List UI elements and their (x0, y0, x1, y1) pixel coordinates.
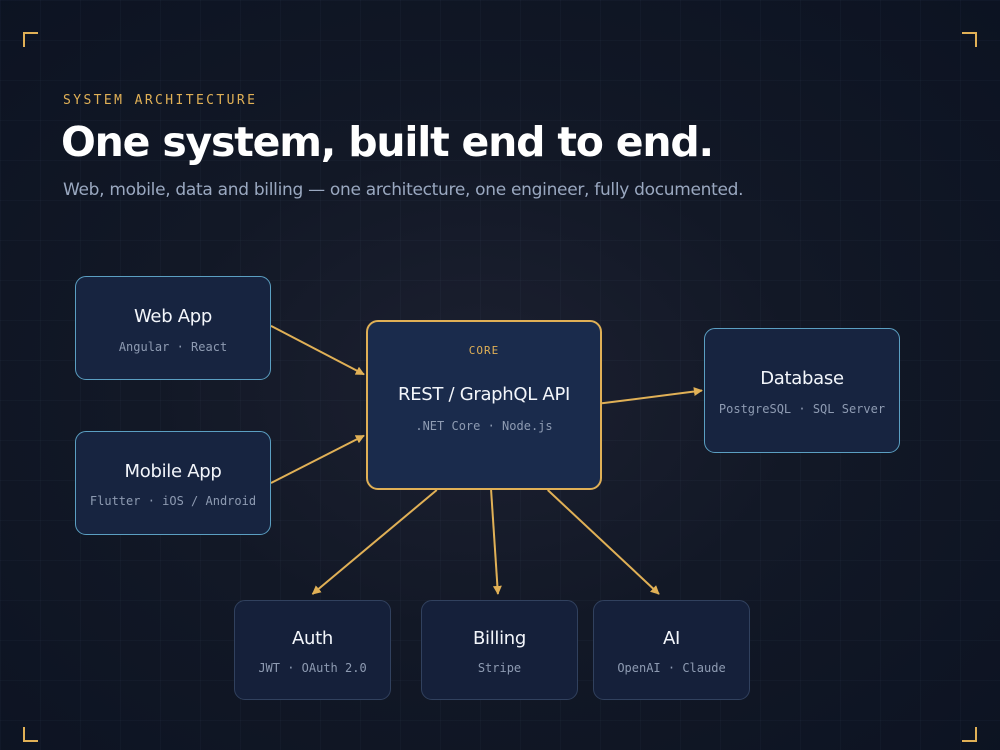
section-eyebrow: SYSTEM ARCHITECTURE (63, 93, 258, 108)
node-database-tech: PostgreSQL · SQL Server (718, 402, 886, 416)
page-subtitle: Web, mobile, data and billing — one arch… (63, 180, 744, 200)
arrow-core-to-auth (311, 489, 438, 595)
corner-mark-top-right (962, 32, 977, 47)
node-web-app-title: Web App (133, 306, 213, 327)
arrow-core-to-billing (490, 489, 502, 595)
node-database-title: Database (760, 368, 844, 389)
node-core-api-title: REST / GraphQL API (397, 384, 571, 405)
node-core-api-tech: .NET Core · Node.js (415, 419, 553, 433)
node-billing-tech: Stripe (477, 661, 522, 675)
node-auth-tech: JWT · OAuth 2.0 (258, 661, 367, 675)
node-database[interactable]: Database PostgreSQL · SQL Server (704, 328, 900, 453)
node-ai[interactable]: AI OpenAI · Claude (593, 600, 750, 700)
node-ai-title: AI (662, 628, 681, 649)
node-billing-title: Billing (472, 628, 527, 649)
node-mobile-app-tech: Flutter · iOS / Android (89, 494, 257, 508)
node-core-api[interactable]: CORE REST / GraphQL API .NET Core · Node… (366, 320, 602, 490)
arrow-core-to-database (601, 387, 703, 405)
arrow-core-to-ai (547, 489, 660, 595)
node-auth-title: Auth (292, 628, 333, 649)
node-web-app-tech: Angular · React (118, 340, 228, 354)
node-billing[interactable]: Billing Stripe (421, 600, 578, 700)
corner-mark-top-left (23, 32, 38, 47)
node-web-app[interactable]: Web App Angular · React (75, 276, 271, 380)
corner-mark-bottom-right (962, 727, 977, 742)
page-title: One system, built end to end. (61, 118, 714, 166)
core-tag: CORE (468, 344, 500, 357)
arrow-mobile-app-to-core (270, 434, 365, 484)
node-mobile-app-title: Mobile App (124, 461, 222, 482)
corner-mark-bottom-left (23, 727, 38, 742)
node-auth[interactable]: Auth JWT · OAuth 2.0 (234, 600, 391, 700)
node-mobile-app[interactable]: Mobile App Flutter · iOS / Android (75, 431, 271, 535)
arrow-web-app-to-core (270, 325, 365, 376)
node-ai-tech: OpenAI · Claude (617, 661, 726, 675)
